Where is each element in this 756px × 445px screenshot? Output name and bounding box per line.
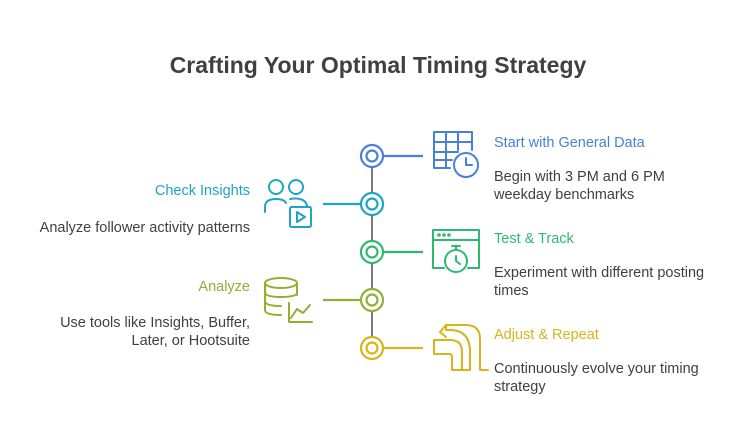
step-1-heading: Start with General Data [494,135,645,151]
step-2-node [323,191,385,217]
step-1-node [359,143,423,169]
step-5-description: Continuously evolve your timing strategy [494,361,699,395]
users-video-icon [264,179,312,228]
step-3-heading: Test & Track [494,231,574,247]
step-4-node [323,287,385,313]
step-1-description: Begin with 3 PM and 6 PM weekday benchma… [494,169,665,203]
step-2-description: Analyze follower activity patterns [39,220,250,236]
database-chart-icon [264,277,313,323]
step-5-node [359,335,423,361]
page-title: Crafting Your Optimal Timing Strategy [169,52,587,78]
step-3-description: Experiment with different posting times [494,265,705,299]
step-4-description: Use tools like Insights, Buffer, Later, … [60,315,250,349]
step-2-heading: Check Insights [154,183,250,199]
calendar-clock-icon [433,131,479,178]
browser-stopwatch-icon [432,229,480,273]
pipe-arrow-icon [433,324,489,371]
step-5-heading: Adjust & Repeat [494,327,599,343]
step-4-heading: Analyze [198,279,250,295]
step-3-node [359,239,423,265]
